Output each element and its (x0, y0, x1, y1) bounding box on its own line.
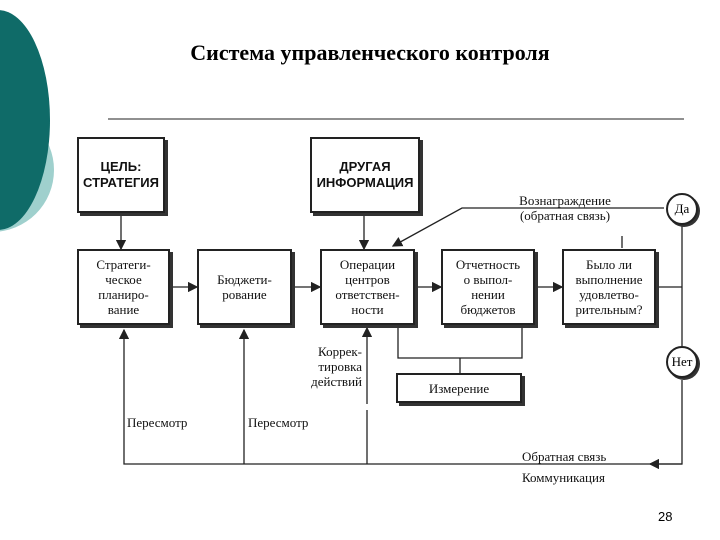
decision-no: Нет (666, 346, 698, 378)
line-no-down (118, 328, 683, 465)
measurement-box: Измерение (396, 373, 522, 403)
teal-circle (0, 10, 50, 230)
page-number: 28 (658, 509, 673, 524)
budgeting-box: Бюджети- рование (197, 249, 292, 325)
arrow-reward-feedback (391, 207, 664, 247)
communication-label: Коммуникация (522, 470, 605, 485)
feedback-label: Обратная связь (522, 449, 607, 464)
line-measurement-bracket (397, 325, 523, 359)
other-information-box: ДРУГАЯ ИНФОРМАЦИЯ (310, 137, 420, 213)
goal-strategy-box: ЦЕЛЬ: СТРАТЕГИЯ (77, 137, 165, 213)
correction-label: Коррек- тировка действий (311, 344, 362, 389)
operations-box: Операции центров ответствен- ности (320, 249, 415, 325)
revision-label-2: Пересмотр (248, 415, 309, 430)
revision-label-1: Пересмотр (127, 415, 188, 430)
satisfactory-box: Было ли выполнение удовлетво- рительным? (562, 249, 656, 325)
reward-feedback-label: Вознаграждение (обратная связь) (519, 193, 611, 223)
decorative-circles (0, 10, 54, 232)
page-title: Система управленческого контроля (190, 40, 550, 65)
reporting-box: Отчетность о выпол- нении бюджетов (441, 249, 535, 325)
decision-yes: Да (666, 193, 698, 225)
strategic-planning-box: Стратеги- ческое планиро- вание (77, 249, 170, 325)
